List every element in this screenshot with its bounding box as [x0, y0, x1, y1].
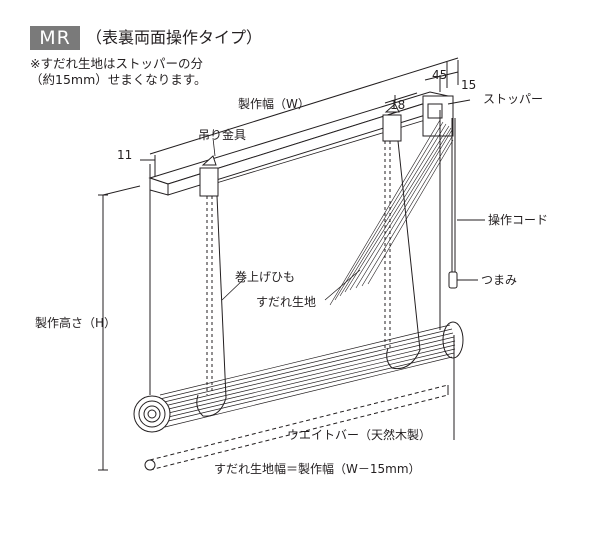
bracket-label: 吊り金具	[198, 128, 247, 142]
note-line-2: （約15mm）せまくなります。	[30, 72, 207, 87]
weight-bar-label: ウエイトバー（天然木製）	[287, 428, 432, 442]
dim-45-label: 45	[432, 68, 448, 82]
dim-18-label: 18	[390, 98, 406, 112]
knob-label: つまみ	[481, 273, 518, 287]
operation-cord-label: 操作コード	[488, 213, 549, 227]
model-badge: MR	[30, 26, 80, 50]
height-label: 製作高さ（H）	[35, 316, 117, 330]
dim-15-label: 15	[461, 78, 477, 92]
stopper-label: ストッパー	[483, 92, 544, 106]
lift-cord-label: 巻上げひも	[235, 270, 296, 284]
note: ※すだれ生地はストッパーの分 （約15mm）せまくなります。	[30, 56, 207, 88]
fabric-width-label: すだれ生地幅＝製作幅（W－15mm）	[214, 462, 421, 476]
note-line-1: ※すだれ生地はストッパーの分	[30, 56, 203, 71]
title: （表裏両面操作タイプ）	[86, 28, 263, 47]
width-label: 製作幅（W）	[238, 97, 310, 111]
blind-fabric-label: すだれ生地	[256, 295, 317, 309]
dim-11-label: 11	[117, 148, 133, 162]
